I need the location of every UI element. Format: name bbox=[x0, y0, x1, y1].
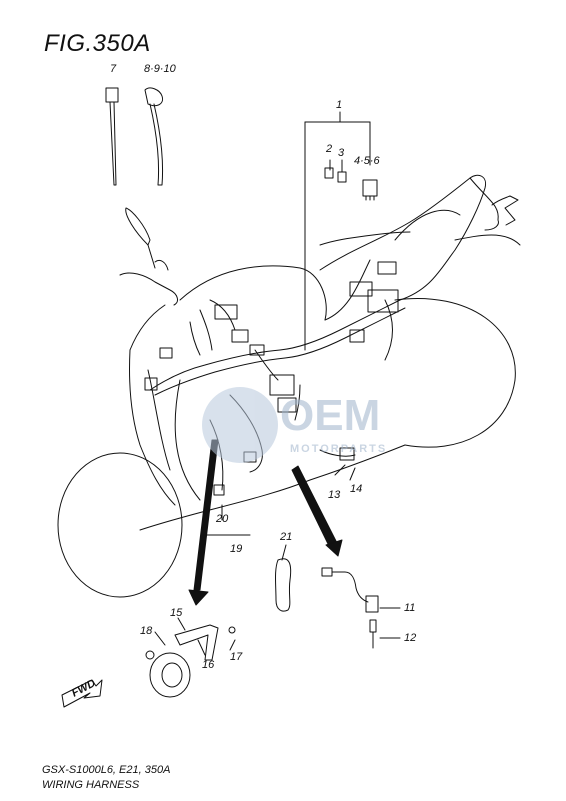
callout-16: 16 bbox=[202, 659, 215, 671]
callout-labels: 7 8·9·10 1 2 3 4·5·6 13 14 20 19 21 11 1… bbox=[110, 63, 416, 671]
callout-1: 1 bbox=[336, 99, 342, 111]
callout-4-5-6: 4·5·6 bbox=[354, 155, 381, 167]
leader-lines bbox=[154, 111, 401, 656]
callout-13: 13 bbox=[328, 489, 341, 501]
callout-2: 2 bbox=[325, 143, 332, 155]
callout-19: 19 bbox=[230, 543, 242, 555]
callout-14: 14 bbox=[350, 483, 362, 495]
footer-model-code: GSX-S1000L6, E21, 350A bbox=[42, 764, 171, 776]
callout-20: 20 bbox=[215, 513, 229, 525]
callout-3: 3 bbox=[338, 147, 345, 159]
part-7-cable-tie bbox=[105, 87, 119, 186]
relay-parts bbox=[324, 167, 378, 201]
callout-17: 17 bbox=[230, 651, 243, 663]
motorcycle-outline bbox=[57, 174, 521, 598]
part-11-12-sensor bbox=[321, 567, 379, 649]
horn-assembly bbox=[145, 624, 236, 698]
watermark-brand: OEM bbox=[280, 391, 380, 440]
callout-21: 21 bbox=[279, 531, 292, 543]
watermark-sub: MOTORPARTS bbox=[290, 443, 387, 455]
fwd-arrow bbox=[61, 679, 103, 708]
part-8-9-10-clamp bbox=[144, 87, 164, 186]
callout-7: 7 bbox=[110, 63, 117, 75]
callout-8-9-10: 8·9·10 bbox=[144, 63, 177, 75]
footer-section-name: WIRING HARNESS bbox=[42, 779, 140, 791]
watermark: OEM MOTORPARTS bbox=[202, 387, 387, 463]
part-21-sleeve bbox=[275, 558, 292, 612]
callout-15: 15 bbox=[170, 607, 183, 619]
figure-title: FIG.350A bbox=[44, 30, 151, 57]
callout-11: 11 bbox=[404, 602, 415, 614]
callout-18: 18 bbox=[140, 625, 153, 637]
pointer-arrows bbox=[188, 439, 343, 606]
callout-12: 12 bbox=[404, 632, 416, 644]
